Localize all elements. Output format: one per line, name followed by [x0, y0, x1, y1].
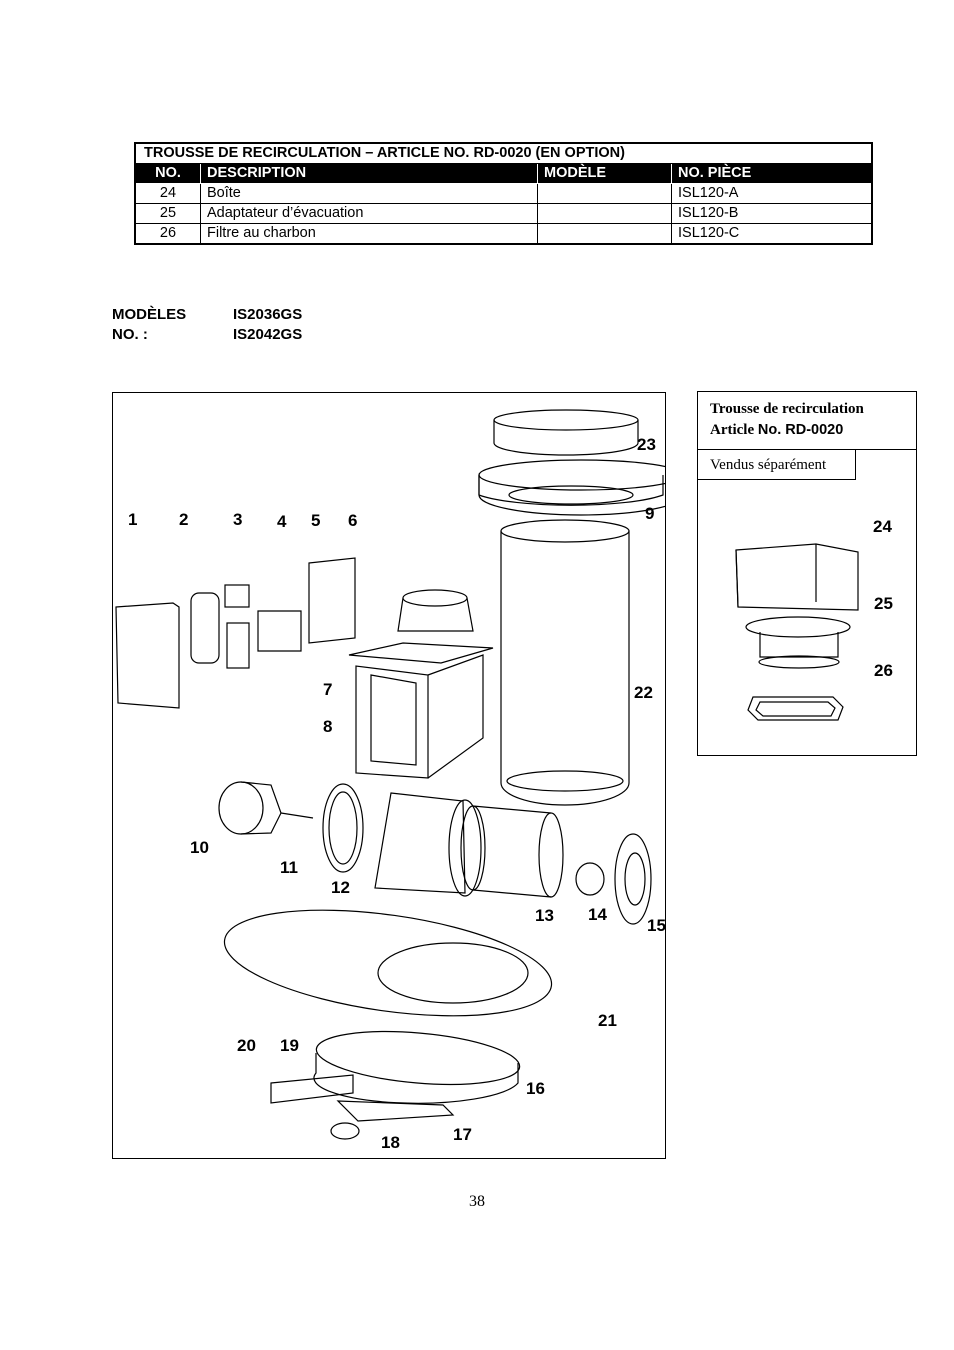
header-model: MODÈLE	[537, 163, 672, 184]
svg-text:23: 23	[637, 435, 656, 454]
svg-text:17: 17	[453, 1125, 472, 1144]
svg-text:5: 5	[311, 511, 320, 530]
svg-text:3: 3	[233, 510, 242, 529]
svg-text:25: 25	[874, 594, 893, 613]
svg-text:19: 19	[280, 1036, 299, 1055]
svg-text:9: 9	[645, 504, 654, 523]
svg-text:15: 15	[647, 916, 665, 935]
model-numbers: MODÈLES IS2036GS NO. : IS2042GS	[112, 305, 302, 345]
models-label: MODÈLES	[112, 306, 187, 323]
row-no: 26	[134, 223, 201, 245]
row-model	[537, 223, 672, 245]
row-part: ISL120-A	[671, 183, 873, 204]
recirculation-kit-box: Trousse de recirculation Article No. RD-…	[697, 391, 917, 756]
svg-text:7: 7	[323, 680, 332, 699]
table-title: TROUSSE DE RECIRCULATION – ARTICLE NO. R…	[134, 142, 873, 164]
svg-text:2: 2	[179, 510, 188, 529]
svg-text:6: 6	[348, 511, 357, 530]
header-part-no: NO. PIÈCE	[671, 163, 873, 184]
svg-text:21: 21	[598, 1011, 617, 1030]
header-no: NO.	[134, 163, 201, 184]
row-part: ISL120-C	[671, 223, 873, 245]
model-2: IS2042GS	[233, 326, 303, 343]
table-row: 25 Adaptateur d’évacuation ISL120-B	[134, 203, 873, 224]
svg-text:11: 11	[280, 858, 298, 877]
svg-text:24: 24	[873, 517, 892, 536]
page-number: 38	[469, 1193, 485, 1210]
divider	[698, 449, 916, 450]
recirculation-kit-table: TROUSSE DE RECIRCULATION – ARTICLE NO. R…	[134, 142, 873, 245]
row-no: 24	[134, 183, 201, 204]
exploded-parts-diagram: 1 2 3 4 5 6 7 8 9 10 11 12 13 14 15 16 1…	[112, 392, 666, 1159]
svg-text:20: 20	[237, 1036, 256, 1055]
recirc-title-line1: Trousse de recirculation	[710, 401, 864, 417]
row-description: Filtre au charbon	[200, 223, 538, 245]
row-part: ISL120-B	[671, 203, 873, 224]
svg-text:13: 13	[535, 906, 554, 925]
model-1: IS2036GS	[233, 306, 303, 323]
svg-text:18: 18	[381, 1133, 400, 1152]
models-no-label: NO. :	[112, 326, 148, 343]
table-header-row: NO. DESCRIPTION MODÈLE NO. PIÈCE	[134, 163, 873, 184]
svg-text:16: 16	[526, 1079, 545, 1098]
row-model	[537, 183, 672, 204]
svg-text:26: 26	[874, 661, 893, 680]
recirc-box-title: Trousse de recirculation Article No. RD-…	[710, 399, 864, 441]
row-model	[537, 203, 672, 224]
recirculation-kit-illustration: 24 25 26	[735, 517, 893, 721]
row-no: 25	[134, 203, 201, 224]
svg-text:12: 12	[331, 878, 350, 897]
row-description: Boîte	[200, 183, 538, 204]
svg-text:14: 14	[588, 905, 607, 924]
exploded-view-illustration: 1 2 3 4 5 6 7 8 9 10 11 12 13 14 15 16 1…	[115, 409, 665, 1152]
sold-separately-cell	[698, 449, 856, 480]
sold-separately-label: Vendus séparément	[710, 457, 827, 473]
table-row: 26 Filtre au charbon ISL120-C	[134, 223, 873, 245]
svg-text:22: 22	[634, 683, 653, 702]
svg-text:8: 8	[323, 717, 332, 736]
recirc-title-article: Article	[710, 422, 758, 438]
svg-text:4: 4	[277, 512, 287, 531]
svg-text:1: 1	[128, 510, 137, 529]
row-description: Adaptateur d’évacuation	[200, 203, 538, 224]
svg-text:10: 10	[190, 838, 209, 857]
recirc-title-number: No. RD-0020	[757, 422, 844, 438]
table-row: 24 Boîte ISL120-A	[134, 183, 873, 204]
header-description: DESCRIPTION	[200, 163, 538, 184]
